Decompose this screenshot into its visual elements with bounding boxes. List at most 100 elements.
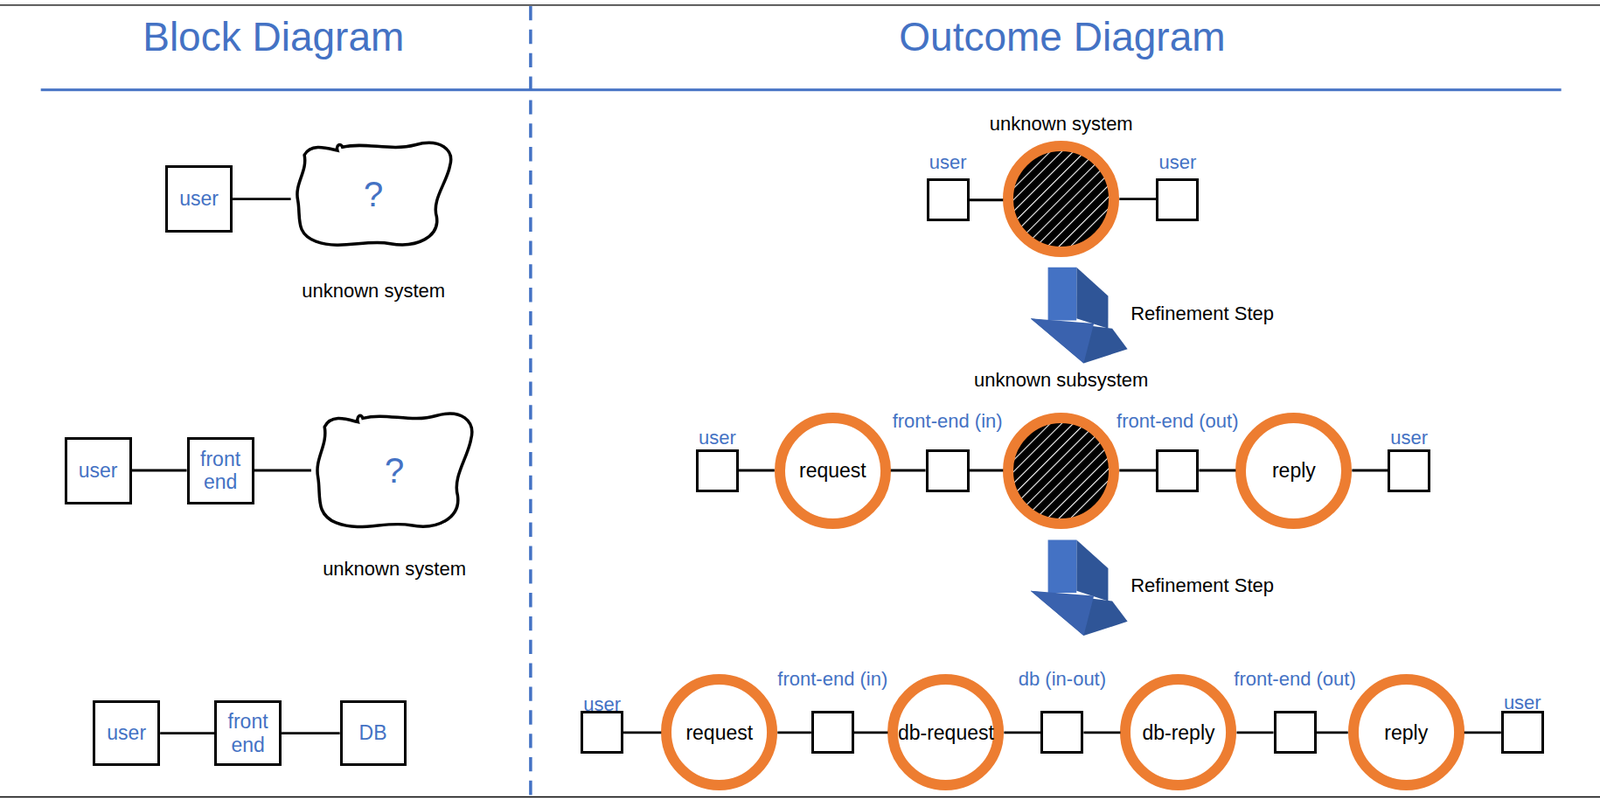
node-label: front-end (in)	[892, 410, 1003, 432]
circle-outline	[1008, 417, 1114, 523]
step-label: Refinement Step	[1130, 574, 1274, 597]
node-label: DB	[357, 721, 390, 745]
node-label: request	[799, 459, 867, 482]
section-heading: Outcome Diagram	[898, 13, 1225, 61]
circle-outline	[1240, 417, 1347, 523]
outcome-circle: request	[660, 674, 778, 791]
circle-outline	[1353, 679, 1460, 786]
section-heading: Block Diagram	[142, 13, 404, 61]
node-label: front-end (out)	[1233, 667, 1356, 690]
block-box: front end	[214, 700, 282, 767]
interface-square: user	[1155, 178, 1199, 222]
node-label: reply	[1272, 459, 1316, 482]
node-label: user	[104, 721, 148, 745]
interface-square: user	[1387, 449, 1431, 493]
circle-outline	[1002, 140, 1120, 258]
refinement-arrow	[1030, 267, 1128, 364]
step-label: Refinement Step	[1130, 303, 1274, 326]
node-label: ?	[363, 173, 383, 215]
node-label: user	[1390, 427, 1428, 450]
connector-line	[1351, 469, 1388, 473]
outcome-circle: db-request	[887, 674, 1004, 791]
node-label: user	[1503, 691, 1542, 714]
interface-square: front-end (out)	[1273, 710, 1317, 754]
interface-square: user	[580, 710, 624, 754]
frame-line	[0, 4, 1600, 6]
header-rule	[41, 88, 1562, 91]
unknown-system-cloud: ?unknown system	[311, 408, 478, 533]
connector-line	[623, 731, 661, 735]
circle-outline	[1002, 412, 1120, 529]
connector-line	[1237, 731, 1274, 735]
unknown-system-cloud: ?unknown system	[291, 138, 457, 251]
connector-line	[854, 731, 889, 735]
node-label: front-end (in)	[777, 667, 888, 690]
block-box: user	[64, 437, 133, 505]
node-label: ?	[384, 450, 404, 491]
connector-line	[232, 197, 292, 201]
unknown-outcome-circle: unknown subsystem	[1002, 412, 1120, 529]
connector-line	[160, 731, 215, 735]
node-label: db-request	[897, 721, 995, 745]
connector-line	[1119, 469, 1156, 473]
circle-outline	[1008, 146, 1114, 252]
outcome-circle: db-reply	[1120, 674, 1237, 791]
block-box: front end	[187, 437, 255, 505]
connector-line	[132, 469, 188, 473]
connector-line	[738, 469, 775, 473]
node-label: user	[583, 693, 621, 716]
connector-line	[254, 469, 312, 473]
connector-line	[1119, 197, 1156, 201]
outcome-circle: request	[774, 412, 891, 529]
connector-line	[969, 469, 1004, 473]
block-box: user	[165, 165, 233, 233]
interface-square: db (in-out)	[1040, 710, 1084, 754]
frame-line	[0, 796, 1600, 798]
node-label: user	[698, 427, 737, 450]
interface-square: front-end (in)	[811, 710, 855, 754]
block-box: user	[92, 700, 160, 767]
interface-square: front-end (in)	[925, 449, 970, 493]
interface-square: user	[926, 178, 970, 222]
circle-outline	[666, 679, 773, 786]
interface-square: user	[695, 449, 739, 493]
node-label: user	[177, 187, 221, 210]
node-label: front-end (out)	[1116, 410, 1239, 432]
column-divider	[528, 6, 533, 796]
cloud-outline	[317, 413, 473, 528]
node-label: front end	[189, 447, 252, 494]
node-label: unknown system	[989, 113, 1134, 136]
node-label: db-reply	[1141, 721, 1215, 745]
node-label: user	[929, 152, 967, 174]
connector-line	[1003, 731, 1041, 735]
node-label: request	[685, 721, 753, 745]
interface-square: front-end (out)	[1155, 449, 1199, 493]
outcome-circle: reply	[1235, 412, 1352, 529]
connector-line	[1083, 731, 1120, 735]
node-label: user	[76, 459, 120, 482]
connector-line	[281, 731, 341, 735]
connector-line	[1198, 469, 1236, 473]
node-label: unknown system	[301, 279, 446, 302]
circle-outline	[892, 679, 999, 786]
node-label: user	[1158, 152, 1197, 174]
circle-outline	[1125, 679, 1232, 786]
outcome-circle: reply	[1348, 674, 1465, 791]
interface-square: user	[1501, 710, 1545, 754]
refinement-arrow	[1030, 539, 1128, 636]
node-label: reply	[1384, 721, 1428, 745]
node-label: unknown system	[322, 558, 467, 581]
circle-outline	[779, 417, 886, 523]
connector-line	[1464, 731, 1502, 735]
cloud-outline	[297, 142, 452, 245]
unknown-outcome-circle: unknown system	[1002, 140, 1120, 258]
connector-line	[1316, 731, 1349, 735]
node-label: db (in-out)	[1018, 667, 1107, 690]
connector-line	[969, 198, 1004, 202]
node-label: front end	[216, 709, 279, 757]
connector-line	[777, 731, 812, 735]
block-box: DB	[340, 700, 407, 767]
connector-line	[890, 469, 926, 473]
node-label: unknown subsystem	[973, 369, 1148, 392]
